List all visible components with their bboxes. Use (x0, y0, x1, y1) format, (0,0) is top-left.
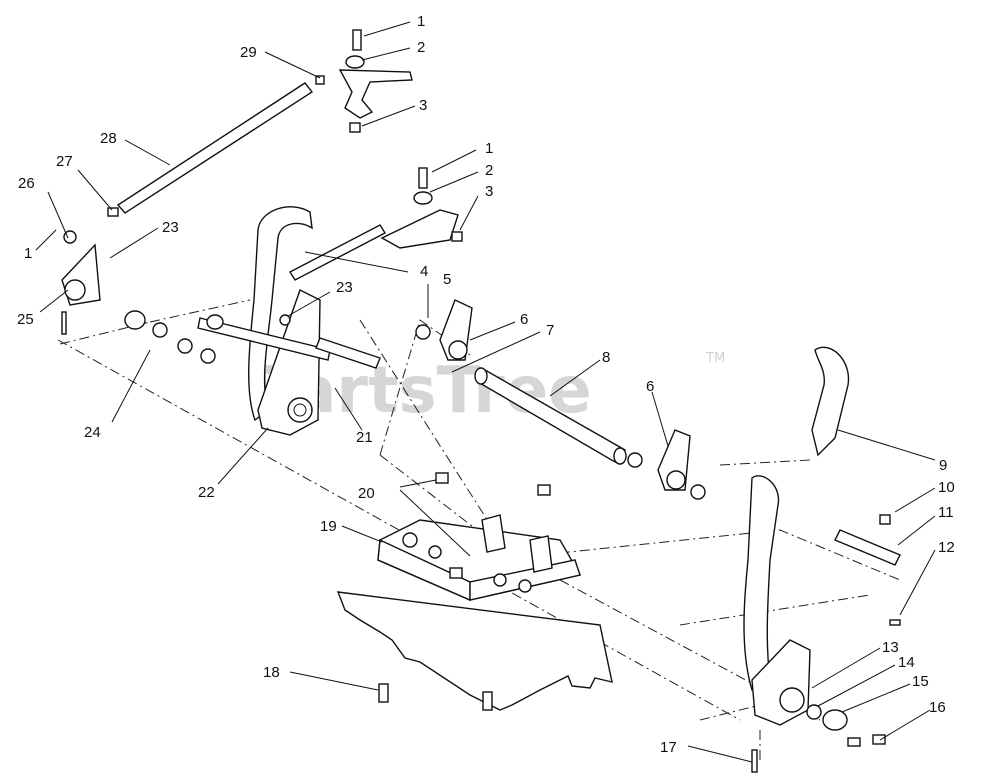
callout-1-mid: 1 (485, 140, 493, 157)
trademark-mark: TM (705, 351, 725, 366)
right-lever-handle (743, 475, 886, 747)
left-pivot (61, 230, 101, 306)
callout-21: 21 (356, 429, 373, 446)
callout-18: 18 (263, 664, 280, 681)
top-bracket-lower (380, 167, 463, 249)
callout-labels: 1 2 3 29 28 27 26 1 25 23 1 2 3 4 5 23 6… (17, 13, 955, 756)
arm-6-upper (415, 299, 473, 361)
callout-2: 2 (417, 39, 425, 56)
callout-29: 29 (240, 44, 257, 61)
floor-plate (336, 591, 613, 711)
callout-8: 8 (602, 349, 610, 366)
callout-27: 27 (56, 153, 73, 170)
arm-6-lower (627, 429, 706, 500)
top-bracket-upper (315, 29, 413, 133)
callout-23-upper: 23 (162, 219, 179, 236)
callout-14: 14 (898, 654, 915, 671)
callout-25: 25 (17, 311, 34, 328)
callout-12: 12 (938, 539, 955, 556)
callout-17: 17 (660, 739, 677, 756)
callout-15: 15 (912, 673, 929, 690)
callout-4: 4 (420, 263, 428, 280)
bolts (61, 311, 758, 773)
callout-26: 26 (18, 175, 35, 192)
callout-20: 20 (358, 485, 375, 502)
left-spring-cylinder (279, 314, 381, 369)
callout-22: 22 (198, 484, 215, 501)
mounting-bracket (377, 472, 582, 602)
callout-28: 28 (100, 130, 117, 147)
callout-9: 9 (939, 457, 947, 474)
rod-28 (107, 82, 314, 217)
callout-7: 7 (546, 322, 554, 339)
left-lever-handle (248, 206, 321, 436)
callout-1-left: 1 (24, 245, 32, 262)
callout-6-lower: 6 (646, 378, 654, 395)
callout-24: 24 (84, 424, 101, 441)
callout-3: 3 (419, 97, 427, 114)
callout-11: 11 (938, 504, 954, 521)
rod-4 (289, 224, 386, 281)
callout-2-mid: 2 (485, 162, 493, 179)
right-spring-cylinder (834, 514, 901, 626)
callout-19: 19 (320, 518, 337, 535)
callout-3-mid: 3 (485, 183, 493, 200)
callout-1: 1 (417, 13, 425, 30)
right-handle-upper (811, 346, 850, 457)
left-shaft (124, 310, 331, 364)
callout-5: 5 (443, 271, 451, 288)
callout-6-upper: 6 (520, 311, 528, 328)
callout-23-lower: 23 (336, 279, 353, 296)
callout-10: 10 (938, 479, 955, 496)
callout-13: 13 (882, 639, 899, 656)
leader-lines (35, 21, 936, 763)
shaft-8 (474, 367, 627, 465)
callout-16: 16 (929, 699, 946, 716)
